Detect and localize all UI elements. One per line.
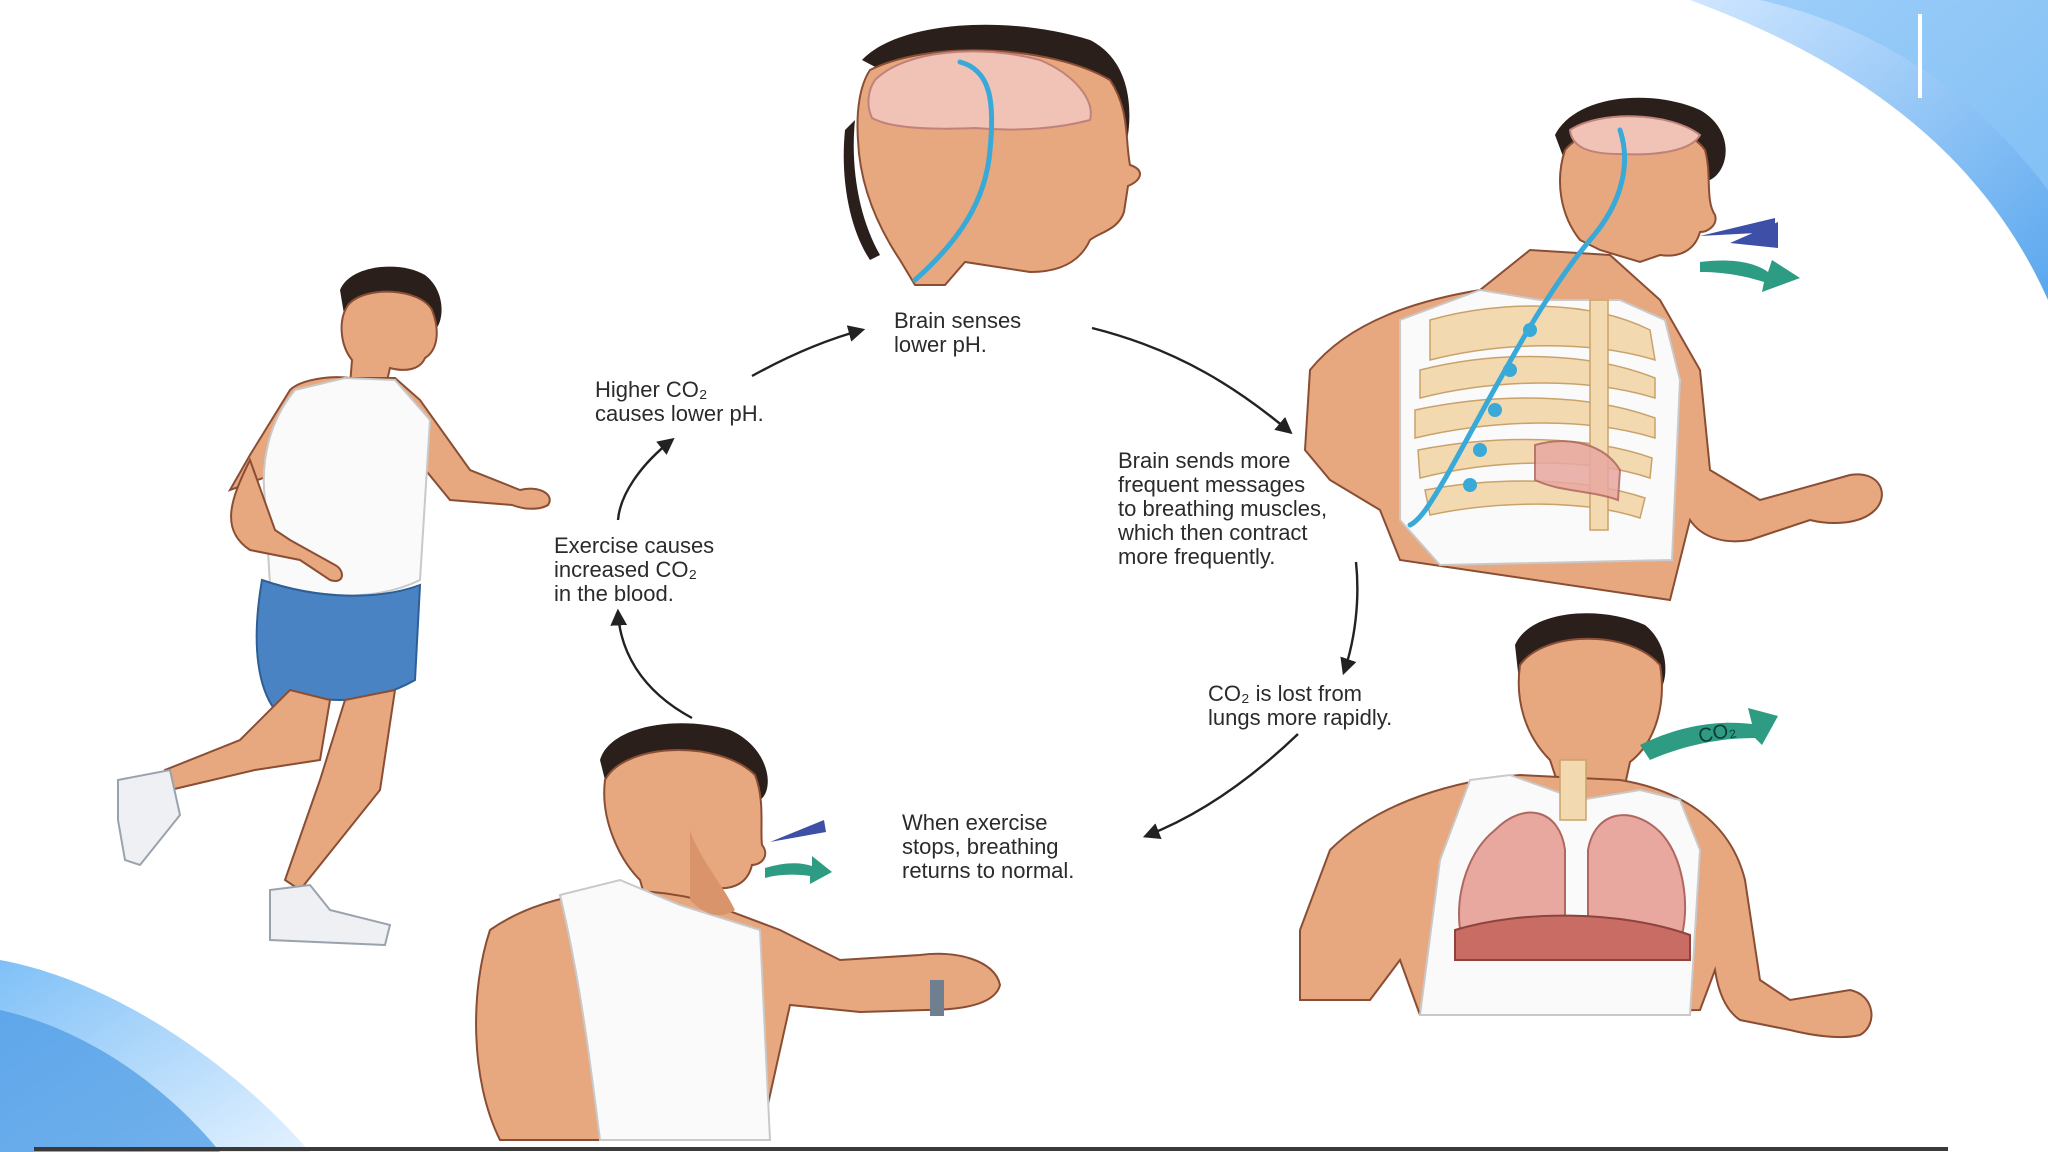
label-line: causes lower pH. bbox=[595, 401, 764, 426]
arrow-to-higher-co2 bbox=[616, 437, 675, 521]
diaphragm bbox=[1454, 914, 1691, 961]
label-brain-senses: Brain senses lower pH. bbox=[894, 309, 1021, 357]
label-line: When exercise bbox=[902, 810, 1048, 835]
label-line: increased CO₂ bbox=[554, 557, 698, 582]
label-line: Brain sends more bbox=[1118, 448, 1291, 473]
arrow-to-brain-sends bbox=[1091, 326, 1293, 435]
label-line: Brain senses bbox=[894, 308, 1022, 333]
label-line: lungs more rapidly. bbox=[1208, 705, 1393, 730]
arrow-to-exercise-causes bbox=[610, 608, 693, 720]
cycle-arrows bbox=[610, 325, 1359, 839]
label-line: in the blood. bbox=[554, 581, 674, 606]
exhale-arrow-icon bbox=[1700, 260, 1800, 292]
ribcage-runner-illustration bbox=[1303, 97, 1883, 602]
inhale-arrow-icon bbox=[1700, 218, 1778, 248]
pulse-check-illustration bbox=[475, 723, 1002, 1141]
runner-illustration bbox=[117, 266, 551, 947]
label-line: which then contract bbox=[1118, 520, 1308, 545]
small-exhale-arrow-icon bbox=[765, 856, 832, 884]
co2-arrow-label: CO₂ bbox=[1696, 719, 1738, 748]
bottom-rule bbox=[34, 1147, 1948, 1151]
label-line: to breathing muscles, bbox=[1118, 496, 1328, 521]
corner-decoration-bottom-left bbox=[0, 960, 310, 1152]
label-line: more frequently. bbox=[1118, 544, 1276, 569]
label-line: returns to normal. bbox=[902, 858, 1075, 883]
label-line: Higher CO₂ bbox=[595, 377, 708, 402]
label-exercise-stops: When exercise stops, breathing returns t… bbox=[902, 811, 1074, 883]
label-brain-sends: Brain sends more frequent messages to br… bbox=[1118, 449, 1327, 569]
label-line: Exercise causes bbox=[554, 533, 715, 558]
corner-decoration-top-right bbox=[1690, 0, 2048, 300]
label-exercise-causes: Exercise causes increased CO₂ in the blo… bbox=[554, 534, 714, 606]
label-co2-lost: CO₂ is lost from lungs more rapidly. bbox=[1208, 682, 1392, 730]
co2-exhale-arrow-icon: CO₂ bbox=[1640, 708, 1778, 760]
wristwatch bbox=[930, 980, 944, 1016]
label-line: lower pH. bbox=[894, 332, 987, 357]
lungs-runner-illustration bbox=[1299, 613, 1873, 1039]
label-line: frequent messages bbox=[1118, 472, 1306, 497]
arrow-to-co2-lost bbox=[1340, 561, 1359, 676]
label-higher-co2: Higher CO₂ causes lower pH. bbox=[595, 378, 764, 426]
label-line: stops, breathing bbox=[902, 834, 1059, 859]
arrow-to-exercise-stops bbox=[1142, 733, 1299, 839]
label-line: CO₂ is lost from bbox=[1208, 681, 1362, 706]
small-inhale-arrow-icon bbox=[770, 820, 826, 842]
arrow-to-brain-senses bbox=[751, 325, 866, 378]
head-brain-illustration bbox=[843, 24, 1141, 286]
